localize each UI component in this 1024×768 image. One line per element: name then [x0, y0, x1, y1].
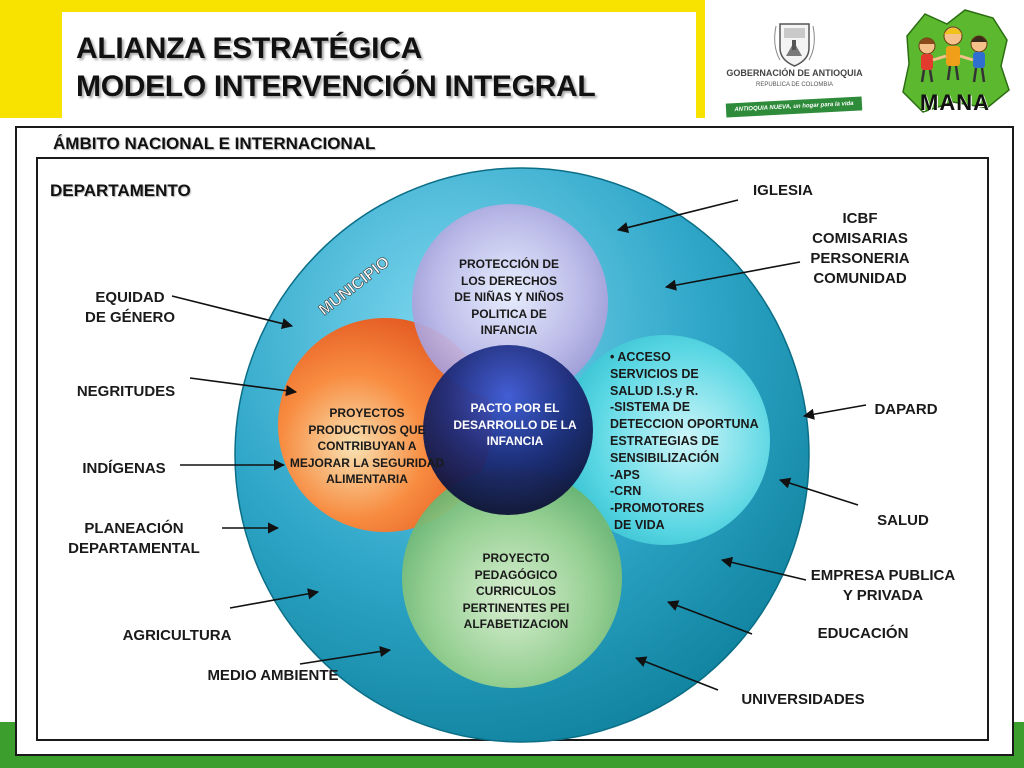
arrow-salud: [778, 477, 859, 506]
national-scope-label: ÁMBITO NACIONAL E INTERNACIONAL: [53, 134, 376, 153]
mana-logo-icon: [902, 9, 1010, 113]
arrow-negritudes: [189, 377, 298, 397]
coat-of-arms-icon: [774, 23, 815, 67]
pedagogical-project-circle: [402, 468, 622, 688]
health-access-circle: [560, 335, 770, 545]
actor-medio-ambiente: MEDIO AMBIENTE: [207, 667, 339, 684]
gobernacion-name: GOBERNACIÓN DE ANTIOQUIA: [726, 68, 863, 78]
actor-agricultura: AGRICULTURA: [122, 627, 232, 644]
title-panel: [62, 12, 696, 118]
arrow-agricultura: [229, 588, 320, 609]
actor-indigenas: INDÍGENAS: [82, 460, 166, 477]
arrow-universidades: [634, 656, 719, 691]
actor-iglesia: IGLESIA: [752, 182, 813, 199]
gobernacion-logo: GOBERNACIÓN DE ANTIOQUIA REPUBLICA DE CO…: [722, 20, 867, 120]
actor-salud: SALUD: [877, 512, 929, 529]
actor-universidades: UNIVERSIDADES: [741, 691, 865, 708]
page-title-line-2: MODELO INTERVENCIÓN INTEGRAL: [76, 70, 596, 103]
arrow-empresa: [720, 556, 807, 581]
childhood-pact-circle: [423, 345, 593, 515]
arrow-equidad: [171, 295, 294, 329]
gobernacion-country: REPUBLICA DE COLOMBIA: [755, 82, 834, 88]
arrow-iglesia: [616, 199, 739, 233]
arrow-icbf: [664, 261, 801, 291]
page-title-line-1: ALIANZA ESTRATÉGICA: [76, 32, 422, 65]
arrow-dapard: [802, 404, 867, 420]
actor-educacion: EDUCACIÓN: [817, 625, 909, 642]
actor-dapard: DAPARD: [874, 401, 938, 418]
arrow-educacion: [666, 600, 753, 635]
arrow-medio-ambiente: [299, 646, 392, 665]
department-label: DEPARTAMENTO: [50, 181, 191, 200]
mana-logo-text: MANA: [920, 90, 990, 115]
rights-protection-circle: [412, 204, 608, 400]
actor-negritudes: NEGRITUDES: [76, 383, 176, 400]
